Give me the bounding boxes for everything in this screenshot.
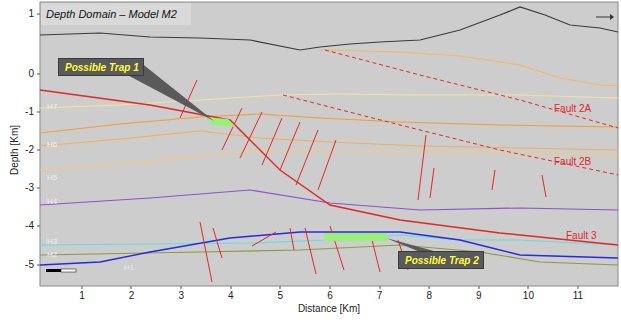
fault-label: Fault 3 xyxy=(566,231,597,241)
depth-tick: 0 xyxy=(28,69,34,79)
distance-tick: 8 xyxy=(426,291,432,301)
fault-label: Fault 2B xyxy=(554,157,591,167)
callout-box: Possible Trap 1 xyxy=(58,58,144,76)
chart-title: Depth Domain – Model M2 xyxy=(46,9,177,20)
axis-title: Depth [Km] xyxy=(10,125,20,175)
depth-tick: -5 xyxy=(25,260,34,270)
distance-tick: 3 xyxy=(178,291,184,301)
distance-tick: 4 xyxy=(228,291,234,301)
distance-tick: 5 xyxy=(278,291,284,301)
distance-tick: 7 xyxy=(377,291,383,301)
horizon-label: H1 xyxy=(124,264,134,272)
callout-text: Possible Trap 1 xyxy=(65,63,137,73)
horizon-label: H6 xyxy=(47,141,57,149)
depth-tick: -1 xyxy=(25,107,34,117)
horizon-label: H4 xyxy=(47,198,57,206)
distance-tick: 1 xyxy=(79,291,85,301)
axis-title: Distance [Km] xyxy=(298,304,360,314)
callout-box: Possible Trap 2 xyxy=(398,251,484,269)
distance-tick: 11 xyxy=(573,291,583,301)
depth-tick: -4 xyxy=(25,221,34,231)
depth-tick: 1 xyxy=(28,9,34,19)
horizon-label: H5 xyxy=(47,174,57,182)
horizon-label: H2 xyxy=(47,251,57,259)
distance-tick: 10 xyxy=(523,291,534,301)
depth-tick: -3 xyxy=(25,183,34,193)
distance-tick: 2 xyxy=(129,291,135,301)
distance-tick: 6 xyxy=(327,291,333,301)
callout-text: Possible Trap 2 xyxy=(405,256,477,266)
depth-tick: -2 xyxy=(25,145,34,155)
fault-label: Fault 2A xyxy=(554,104,591,114)
distance-tick: 9 xyxy=(476,291,482,301)
horizon-label: H7 xyxy=(47,103,57,111)
horizon-label: H3 xyxy=(47,238,57,246)
